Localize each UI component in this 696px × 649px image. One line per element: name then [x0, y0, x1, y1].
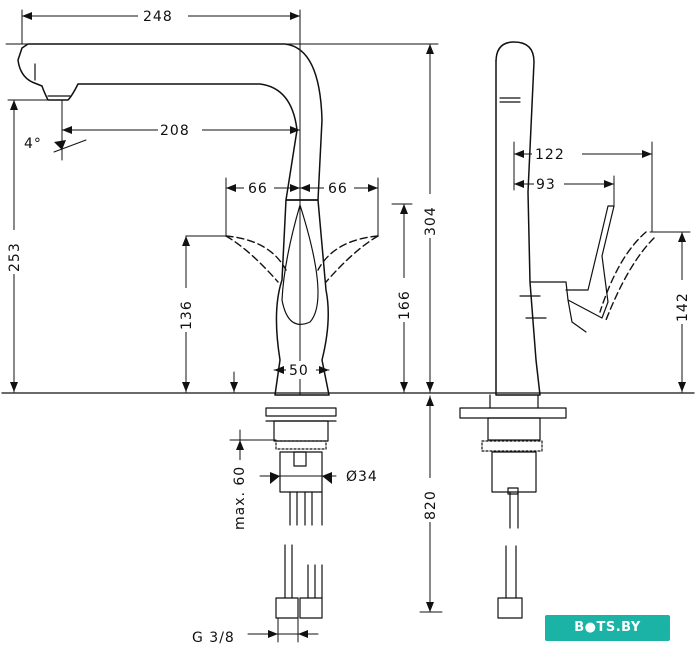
- dim-122: 122: [535, 147, 565, 163]
- dim-142: 142: [675, 292, 691, 322]
- watermark-logo: B●TS.BY: [545, 615, 670, 641]
- dim-66-right: 66: [328, 181, 348, 197]
- front-view-faucet: [17, 43, 379, 619]
- dim-166: 166: [397, 290, 413, 320]
- dim-50: 50: [289, 363, 309, 379]
- dim-208: 208: [160, 123, 190, 139]
- dim-angle: 4°: [24, 136, 42, 152]
- dim-136: 136: [179, 300, 195, 330]
- dimension-labels: 248 208 66 66 4° 50 Ø34 G 3/8 122 93 253…: [5, 6, 691, 646]
- dim-diameter: Ø34: [346, 469, 378, 485]
- side-dimension-arrows: [514, 150, 686, 392]
- front-dimension-lines: [1, 9, 695, 643]
- dimension-arrows: [10, 12, 434, 638]
- dim-820: 820: [423, 490, 439, 520]
- side-view-faucet: [459, 41, 655, 619]
- dim-thread: G 3/8: [192, 630, 235, 646]
- dim-66-left: 66: [248, 181, 268, 197]
- dim-304: 304: [423, 206, 439, 236]
- dim-248: 248: [143, 9, 173, 25]
- dim-max-60: max. 60: [232, 466, 248, 530]
- dim-253: 253: [7, 242, 23, 272]
- dim-93: 93: [536, 177, 556, 193]
